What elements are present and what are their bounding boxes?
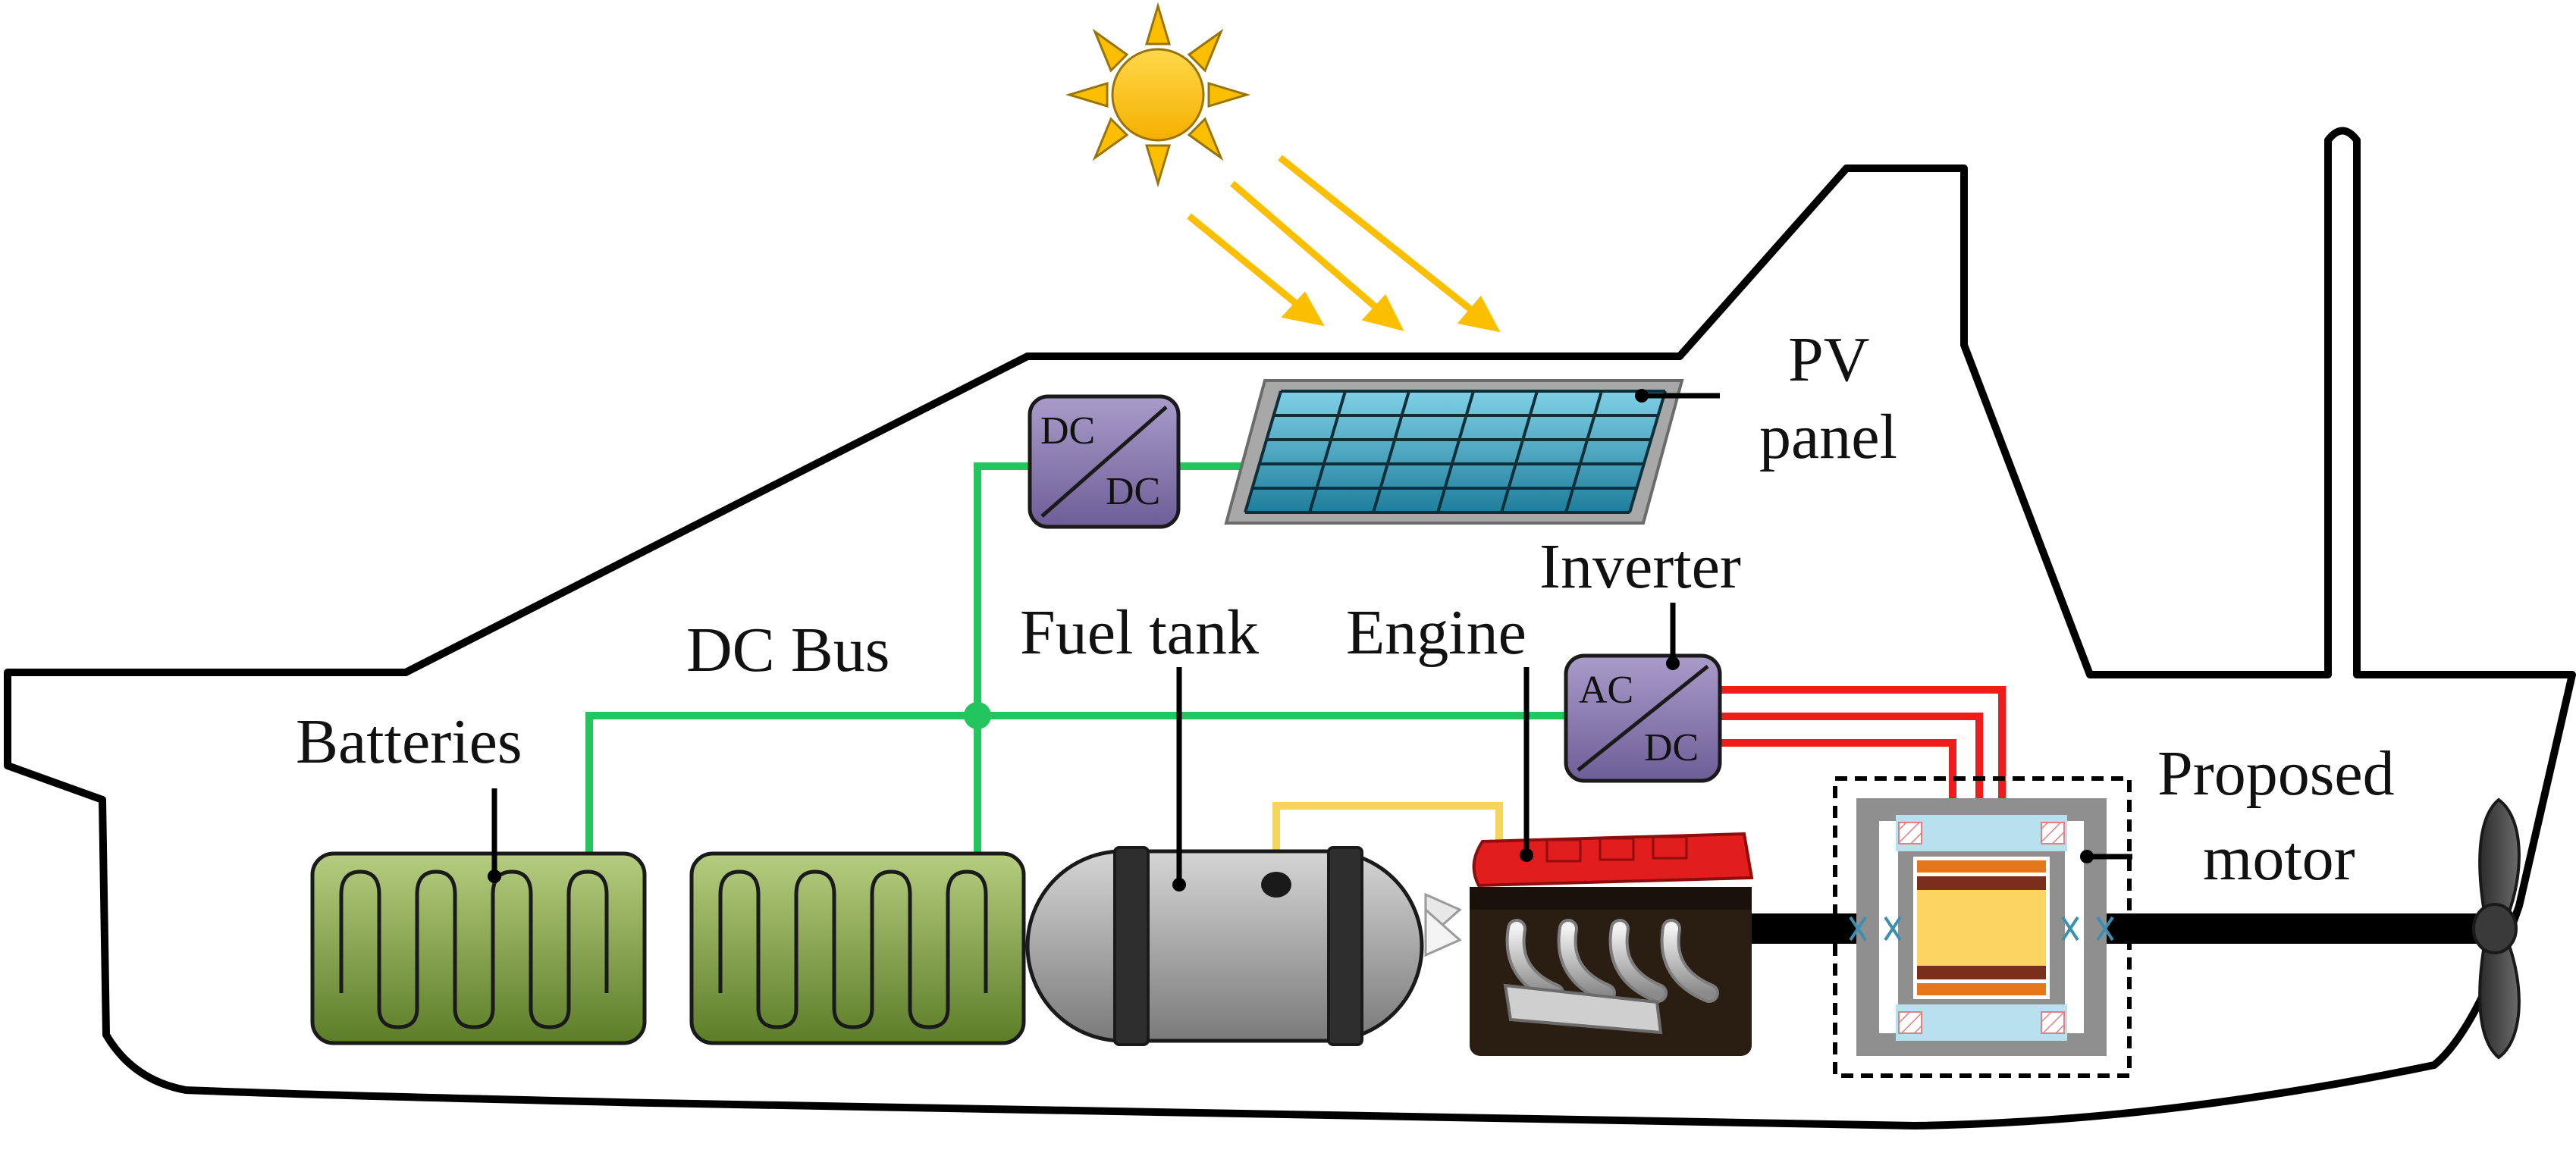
- fuel-tank-label: Fuel tank: [1020, 597, 1259, 668]
- acdc-bottom-label: DC: [1644, 726, 1699, 769]
- dc-bus-junction: [964, 702, 991, 729]
- sun-icon: [1065, 2, 1251, 188]
- pv-panel-leader-dot: [1635, 389, 1649, 403]
- inverter-label: Inverter: [1539, 531, 1741, 602]
- engine-leader-dot: [1520, 848, 1533, 862]
- batteries-label: Batteries: [296, 707, 522, 777]
- propeller-shaft: [1744, 913, 2487, 944]
- fuel-line: [1272, 802, 1503, 885]
- engine-label: Engine: [1346, 597, 1526, 668]
- acdc-inverter: AC DC: [1564, 653, 1722, 783]
- propeller-icon: [2472, 797, 2521, 1060]
- batteries-leader-dot: [488, 869, 501, 883]
- motor-leader-dot: [2080, 850, 2094, 863]
- engine-icon: [1424, 832, 1754, 1056]
- sun-rays: [1187, 155, 1501, 333]
- motor-label-line1: Proposed: [2157, 738, 2395, 809]
- battery-icon: [310, 851, 647, 1045]
- fuel-tank-leader-dot: [1172, 878, 1186, 891]
- acdc-top-label: AC: [1579, 669, 1633, 712]
- dcdc-bottom-label: DC: [1106, 470, 1160, 513]
- dcdc-top-label: DC: [1040, 409, 1095, 453]
- motor-label-line2: motor: [2203, 823, 2355, 894]
- ac-output-lines: [1720, 686, 2006, 815]
- fuel-tank-icon: [1025, 846, 1424, 1046]
- dc-bus-label: DC Bus: [686, 615, 890, 685]
- pv-panel-icon: [1224, 379, 1684, 525]
- battery-icon: [689, 851, 1026, 1045]
- motor-icon: [1833, 776, 2132, 1078]
- pv-panel-label-line2: panel: [1759, 402, 1897, 472]
- pv-panel-label-line1: PV: [1788, 324, 1869, 395]
- dcdc-converter: DC DC: [1028, 394, 1181, 529]
- inverter-leader-dot: [1666, 656, 1680, 670]
